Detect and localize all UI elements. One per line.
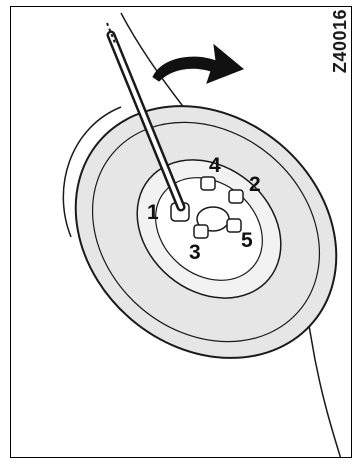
nut-label-4: 4 [209,154,221,177]
lug-nut-2 [229,190,243,203]
wheel-illustration: 1 2 3 4 5 [11,7,352,458]
figure-frame: 1 2 3 4 5 Z40016 [10,6,352,458]
rotation-arrow [153,45,243,83]
lug-nut-3 [194,225,208,238]
figure-code: Z40016 [331,9,349,73]
lug-nut-5 [227,219,241,232]
nut-label-5: 5 [241,229,253,252]
lug-nut-4 [201,177,215,190]
nut-label-3: 3 [189,241,201,264]
nut-label-2: 2 [249,173,261,196]
nut-label-1: 1 [147,201,159,224]
